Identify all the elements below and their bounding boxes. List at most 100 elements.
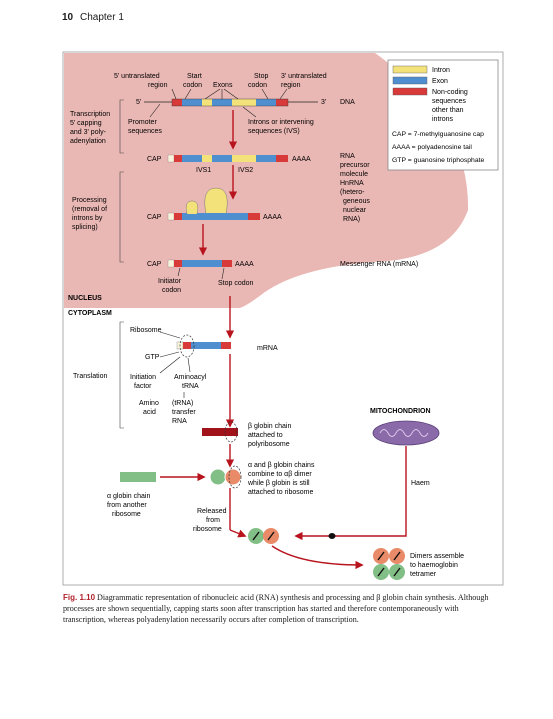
alpha-chain-label-1: α globin chain	[107, 493, 150, 500]
ribosome-label: Ribosome	[130, 327, 162, 334]
beta-chain-label-1: β globin chain	[248, 423, 291, 430]
dna-label: DNA	[340, 99, 355, 106]
alpha-globin-circle	[209, 468, 227, 486]
mrna-label: mRNA	[257, 345, 278, 352]
stop-codon-label: Stop codon	[218, 280, 254, 287]
processing-label-1: Processing	[72, 197, 107, 204]
cytoplasm-mrna	[176, 334, 231, 358]
haem-label: Haem	[411, 480, 430, 487]
polyribosome-outline	[224, 421, 238, 443]
amino-label-1: Amino	[139, 400, 159, 407]
pre-mrna-label: RNA precursor molecule HnRNA (hetero- ge…	[340, 153, 370, 223]
pre-mrna-label-8: RNA)	[343, 216, 360, 223]
released-label-3: ribosome	[193, 526, 222, 533]
pre-mrna-label-1: RNA	[340, 153, 355, 160]
dimers-label-3: tetramer	[410, 571, 437, 578]
legend-noncoding-2: sequences	[432, 98, 466, 105]
mature-label: Messenger RNA (mRNA)	[340, 261, 418, 268]
mature-cap: CAP	[147, 261, 162, 268]
utr5-label-2: region	[148, 82, 168, 89]
alpha-chain-bar	[120, 472, 156, 482]
transcription-label-1: Transcription	[70, 111, 110, 118]
introns-label-1: Introns or intervening	[248, 119, 314, 126]
pre-mrna-aaaa: AAAA	[292, 156, 311, 163]
initiation-label-2: factor	[134, 383, 152, 390]
stop-label-1: Stop	[254, 73, 269, 80]
alpha-chain-label-3: ribosome	[112, 511, 141, 518]
aminoacyl-label-2: tRNA	[182, 383, 199, 390]
dimers-label-1: Dimers assemble	[410, 553, 464, 560]
start-label-2: codon	[183, 82, 202, 89]
pre-mrna-label-3: molecule	[340, 171, 368, 178]
beta-globin-circle	[224, 468, 242, 486]
nucleus-region	[64, 53, 469, 308]
processing-label-2: (removal of	[72, 206, 107, 213]
processing-label-3: introns by	[72, 215, 103, 222]
exons-label: Exons	[213, 82, 233, 89]
dna-3prime: 3'	[321, 99, 326, 106]
pre-mrna: CAP AAAA IVS1 IVS2	[147, 154, 311, 174]
mitochondrion-label: MITOCHONDRION	[370, 408, 431, 415]
legend-noncoding-1: Non-coding	[432, 89, 468, 96]
pre-mrna-ivs2: IVS2	[238, 167, 253, 174]
combine-label-4: attached to ribosome	[248, 489, 313, 496]
start-label-1: Start	[187, 73, 202, 80]
nucleus-label: NUCLEUS	[68, 295, 102, 302]
utr3-label-1: 3' untranslated	[281, 73, 327, 80]
mitochondrion	[372, 420, 440, 446]
legend-noncoding-swatch	[392, 87, 428, 96]
initiator-label-1: Initiator	[158, 278, 182, 285]
combine-label-3: while β globin is still	[247, 480, 310, 487]
introns-label-2: sequences (IVS)	[248, 128, 300, 135]
legend-noncoding-4: introns	[432, 116, 454, 123]
combine-label-1: α and β globin chains	[248, 462, 315, 469]
stop-label-2: codon	[248, 82, 267, 89]
spliced-aaaa: AAAA	[263, 214, 282, 221]
ab-dimer	[248, 528, 279, 544]
chapter-title: Chapter 1	[80, 12, 124, 23]
cytoplasm-label: CYTOPLASM	[68, 310, 112, 317]
initiation-label-1: Initiation	[130, 374, 156, 381]
legend-noncoding-3: other than	[432, 107, 464, 114]
pre-mrna-label-5: (hetero-	[340, 189, 365, 196]
released-label-1: Released	[197, 508, 227, 515]
transcription-label-4: adenylation	[70, 138, 106, 145]
page-number: 10	[62, 12, 74, 23]
spliced-cap: CAP	[147, 214, 162, 221]
trna-label-1: (tRNA)	[172, 400, 193, 407]
gtp-label: GTP	[145, 354, 160, 361]
figure-caption: Fig. 1.10 Diagrammatic representation of…	[63, 592, 503, 625]
top-label-leaders	[171, 88, 288, 100]
initiator-label-2: codon	[162, 287, 181, 294]
aminoacyl-label-1: Aminoacyl	[174, 374, 207, 381]
beta-chain-label-2: attached to	[248, 432, 283, 439]
alpha-chain-label-2: from another	[107, 502, 147, 509]
released-label-2: from	[206, 517, 220, 524]
promoter-label-1: Promoter	[128, 119, 157, 126]
legend-gtp: GTP = guanosine triphosphate	[392, 157, 484, 164]
processing-label-4: splicing)	[72, 224, 98, 231]
legend-cap: CAP = 7-methylguanosine cap	[392, 131, 484, 138]
legend-exon-swatch	[392, 76, 428, 85]
legend: Intron Exon Non-coding sequences other t…	[387, 59, 499, 171]
legend-aaaa: AAAA = polyadenosine tail	[392, 144, 472, 151]
transcription-label-2: 5' capping	[70, 120, 102, 127]
legend-box	[387, 59, 499, 171]
utr3-label-2: region	[281, 82, 301, 89]
pre-mrna-label-4: HnRNA	[340, 180, 364, 187]
amino-label-2: acid	[143, 409, 156, 416]
ribosome-outline	[179, 334, 195, 358]
pre-mrna-ivs1: IVS1	[196, 167, 211, 174]
trna-label-3: RNA	[172, 418, 187, 425]
transcription-label-3: and 3' poly-	[70, 129, 107, 136]
pre-mrna-cap: CAP	[147, 156, 162, 163]
haemoglobin-tetramer	[373, 548, 405, 580]
legend-intron-swatch	[392, 65, 428, 74]
legend-exon: Exon	[432, 78, 448, 85]
top-labels: 5' untranslated region Start codon Exons…	[114, 73, 327, 89]
trna-label-2: transfer	[172, 409, 196, 416]
pre-mrna-label-7: nuclear	[343, 207, 367, 214]
legend-intron: Intron	[432, 67, 450, 74]
haem-molecule	[328, 533, 336, 539]
